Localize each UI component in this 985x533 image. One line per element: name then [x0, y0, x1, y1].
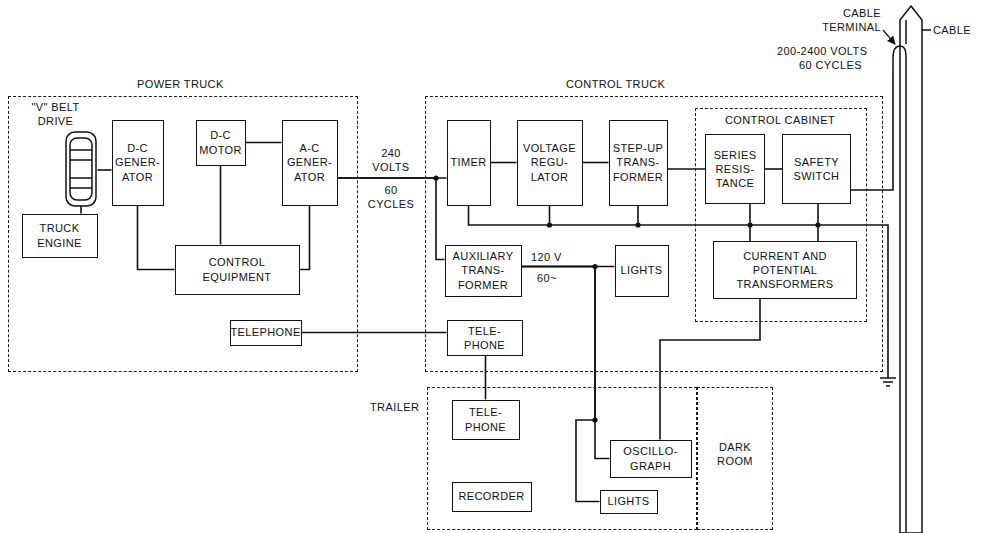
junction-dot — [547, 222, 552, 227]
box-label: TELE- PHONE — [456, 405, 516, 434]
box-label: TRUCK ENGINE — [26, 221, 94, 250]
box-label: SAFETY SWITCH — [786, 155, 847, 184]
junction-dot — [592, 264, 597, 269]
ground-symbol — [880, 378, 896, 386]
annotation-label: 60~ — [536, 271, 558, 285]
wire-connector — [80, 206, 82, 214]
region-label: DARK ROOM — [714, 440, 756, 469]
leader-line — [883, 30, 895, 44]
wire-connector — [583, 162, 609, 164]
wire-connector — [491, 162, 517, 164]
annotation-label: CABLE TERMINAL — [816, 6, 882, 35]
box-label: TELEPHONE — [230, 325, 300, 339]
region-outline: "V" BELT DRIVE TRUCK ENGINE D-C GENER- ATO… — [8, 96, 358, 372]
ground-wire — [851, 72, 893, 190]
annotation-label: 60 CYCLES — [798, 58, 863, 72]
box-label: TIMER — [450, 155, 486, 169]
junction-dot — [592, 417, 597, 422]
junction-dot — [635, 222, 640, 227]
region-outline: TELE- PHONEOSCILLO- GRAPHRECORDERLIGHTST… — [427, 387, 697, 530]
junction-dot — [433, 175, 438, 180]
annotation-label: 240 VOLTS — [366, 146, 416, 175]
process-box: TELE- PHONE — [452, 400, 520, 440]
utility-pole — [893, 6, 931, 533]
wire-connector — [220, 166, 222, 245]
process-box: RECORDER — [452, 482, 532, 512]
junction-dot — [815, 222, 820, 227]
cabinet-outline: SERIES RESIS- TANCE SAFETY SWITCH CURRENT … — [695, 108, 867, 322]
process-box: TRUCK ENGINE — [22, 214, 98, 258]
box-label: LIGHTS — [607, 494, 649, 508]
process-box: A-C GENER- ATOR — [282, 120, 338, 206]
process-box: D-C MOTOR — [196, 120, 246, 166]
ground-wire — [637, 206, 639, 226]
box-label: STEP-UP TRANS- FORMER — [613, 141, 664, 184]
wire-connector — [246, 142, 282, 144]
process-box: TELEPHONE — [230, 320, 302, 346]
box-label: CURRENT AND POTENTIAL TRANSFORMERS — [736, 249, 833, 292]
wire-connector — [98, 169, 112, 171]
wire-connector — [338, 178, 445, 260]
region-label: POWER TRUCK — [137, 77, 224, 91]
region-label: "V" BELT DRIVE — [26, 100, 86, 129]
wire-connector — [522, 267, 600, 502]
box-label: VOLTAGE REGU- LATOR — [521, 141, 579, 184]
process-box: LIGHTS — [615, 245, 669, 297]
process-box: OSCILLO- GRAPH — [610, 440, 692, 478]
process-box: AUXILIARY TRANS- FORMER — [445, 245, 522, 297]
ground-wire — [549, 206, 551, 226]
process-box: CURRENT AND POTENTIAL TRANSFORMERS — [713, 241, 857, 299]
process-box: TELE- PHONE — [447, 320, 523, 357]
junction-dot — [747, 222, 752, 227]
wire-connector — [765, 168, 782, 170]
region-label: CONTROL TRUCK — [566, 77, 665, 91]
wire-connector — [485, 356, 487, 399]
region-label: CONTROL CABINET — [696, 113, 865, 127]
wire-connector — [668, 168, 706, 170]
wire-connector — [300, 206, 310, 270]
process-box: STEP-UP TRANS- FORMER — [609, 120, 668, 206]
annotation-label: CABLE — [932, 23, 972, 37]
wire-connector — [522, 267, 610, 459]
box-label: OSCILLO- GRAPH — [614, 444, 688, 473]
process-box: LIGHTS — [600, 490, 658, 514]
box-label: A-C GENER- ATOR — [286, 141, 334, 184]
box-label: D-C GENER- ATOR — [115, 141, 160, 184]
box-label: D-C MOTOR — [199, 128, 242, 157]
box-label: RECORDER — [458, 489, 524, 503]
wire-connector — [138, 206, 175, 270]
region-outline: TIMER VOLTAGE REGU- LATOR STEP-UP TRANS- F… — [425, 96, 883, 372]
region-label: TRAILER — [370, 400, 419, 414]
ground-wire — [469, 206, 889, 379]
wire-connector — [660, 299, 760, 440]
box-label: TELE- PHONE — [451, 324, 519, 353]
box-label: SERIES RESIS- TANCE — [709, 148, 761, 191]
process-box: TIMER — [447, 120, 491, 206]
process-box: SAFETY SWITCH — [782, 134, 851, 204]
process-box: CONTROL EQUIPMENT — [175, 245, 300, 295]
box-label: AUXILIARY TRANS- FORMER — [449, 249, 518, 292]
box-label: LIGHTS — [620, 263, 662, 277]
box-label: CONTROL EQUIPMENT — [196, 255, 279, 284]
process-box: SERIES RESIS- TANCE — [705, 134, 765, 204]
process-box: VOLTAGE REGU- LATOR — [517, 120, 583, 206]
annotation-label: 120 V — [530, 250, 563, 264]
annotation-label: 60 CYCLES — [362, 183, 420, 212]
process-box: D-C GENER- ATOR — [112, 120, 164, 206]
region-outline: DARK ROOM — [697, 387, 773, 530]
v-belt-pulley — [66, 132, 96, 206]
annotation-label: 200-2400 VOLTS — [776, 44, 868, 58]
belt-drive: "V" BELT DRIVE — [22, 100, 98, 206]
